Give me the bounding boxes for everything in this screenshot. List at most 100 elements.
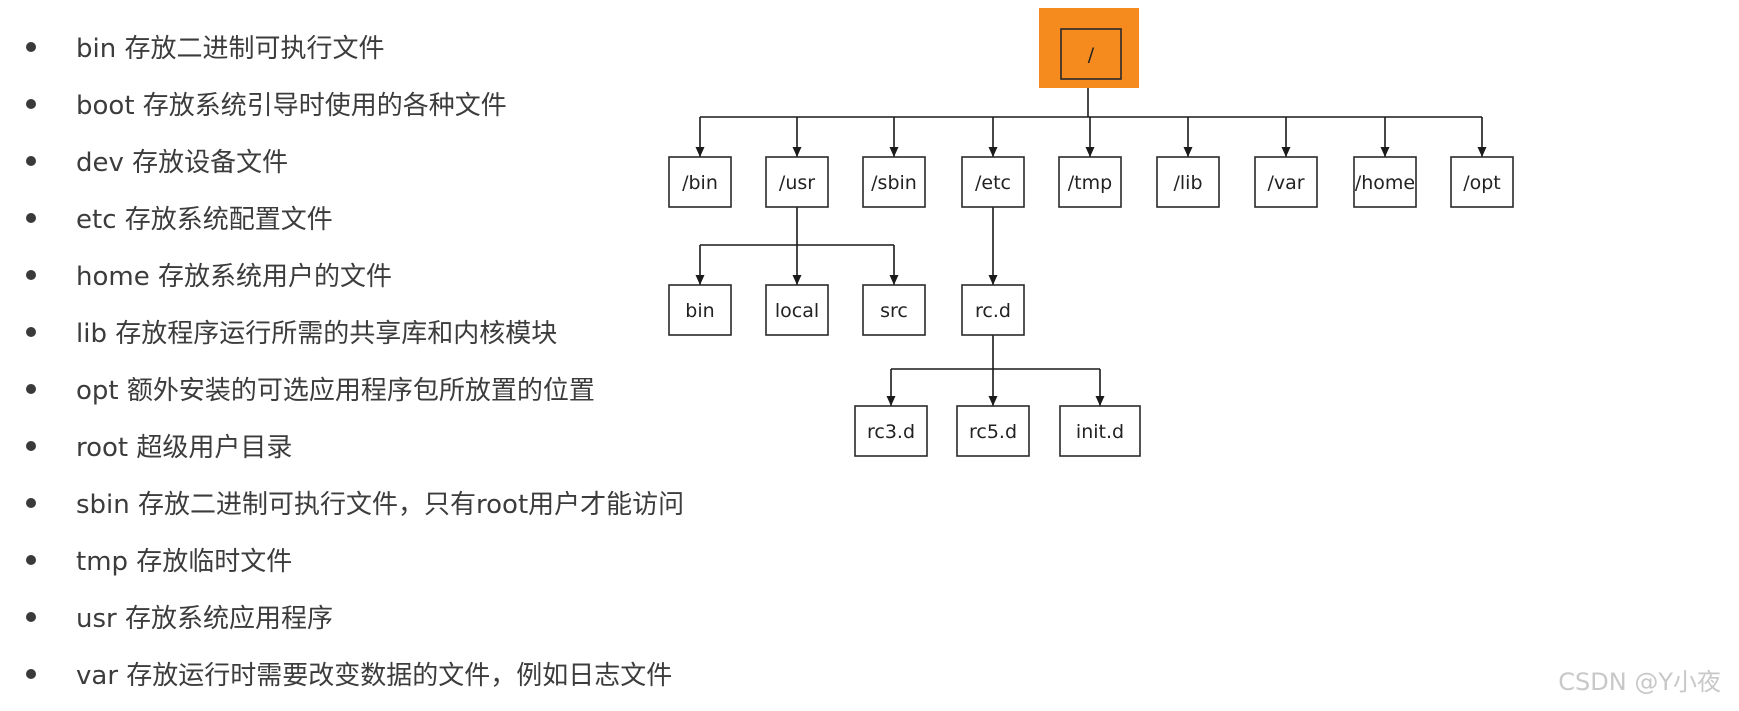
node-label: /bin [682,172,718,194]
list-item: root 超级用户目录 [18,417,728,474]
root-node-label: / [1088,44,1095,66]
node-box [956,405,1030,457]
bullet-icon [26,383,36,394]
dir-node: /sbin [862,156,926,208]
node-label: /usr [779,172,815,194]
list-item-text: dev 存放设备文件 [76,148,289,178]
node-label: /tmp [1068,172,1112,194]
node-box [765,156,829,208]
list-item: home 存放系统用户的文件 [18,246,728,303]
dir-node: rc5.d [956,405,1030,457]
list-item-text: home 存放系统用户的文件 [76,262,392,292]
dir-node: init.d [1059,405,1141,457]
dir-node: src [862,284,926,336]
node-box [854,405,928,457]
arrow-icon [886,396,896,406]
dir-node: /home [1353,156,1417,208]
bullet-icon [26,668,36,679]
list-item: bin 存放二进制可执行文件 [18,18,728,75]
node-box [1058,156,1122,208]
dir-node: /opt [1450,156,1514,208]
node-box [765,284,829,336]
list-item: opt 额外安装的可选应用程序包所放置的位置 [18,360,728,417]
node-label: init.d [1076,421,1124,443]
node-label: src [880,300,908,322]
watermark: CSDN @Y小夜 [1558,668,1721,696]
node-label: bin [685,300,714,322]
dir-node: local [765,284,829,336]
bullet-icon [26,611,36,622]
node-box [1450,156,1514,208]
node-box [862,284,926,336]
bullet-icon [26,155,36,166]
bullet-icon [26,212,36,223]
node-label: /home [1355,172,1415,194]
arrow-icon [1380,147,1390,157]
arrow-icon [792,147,802,157]
node-label: /opt [1463,172,1501,194]
list-item: usr 存放系统应用程序 [18,588,728,645]
node-box [1156,156,1220,208]
list-item-text: bin 存放二进制可执行文件 [76,34,385,64]
dir-node: /usr [765,156,829,208]
list-item: dev 存放设备文件 [18,132,728,189]
list-item-text: sbin 存放二进制可执行文件，只有root用户才能访问 [76,490,685,520]
dir-node: rc.d [961,284,1025,336]
dir-node: /tmp [1058,156,1122,208]
list-item-text: opt 额外安装的可选应用程序包所放置的位置 [76,376,595,406]
list-item-text: var 存放运行时需要改变数据的文件，例如日志文件 [76,661,673,691]
root-node: / [1039,8,1139,88]
list-item: sbin 存放二进制可执行文件，只有root用户才能访问 [18,474,728,531]
node-label: /lib [1173,172,1202,194]
node-box [1059,405,1141,457]
arrow-icon [792,275,802,285]
list-item: var 存放运行时需要改变数据的文件，例如日志文件 [18,645,728,702]
dir-node: /lib [1156,156,1220,208]
bullet-icon [26,554,36,565]
arrow-icon [988,275,998,285]
arrow-icon [988,396,998,406]
arrow-icon [695,275,705,285]
node-box [961,284,1025,336]
bullet-icon [26,497,36,508]
dir-node: /etc [961,156,1025,208]
node-label: rc.d [975,300,1011,322]
node-box [1254,156,1318,208]
arrow-icon [1183,147,1193,157]
arrow-icon [695,147,705,157]
node-box [1353,156,1417,208]
root-node-box [1060,28,1122,80]
dir-node: rc3.d [854,405,928,457]
tree-nodes: / /bin/usr/sbin/etc/tmp/lib/var/home/opt b… [668,8,1514,457]
list-item: boot 存放系统引导时使用的各种文件 [18,75,728,132]
dir-node: /bin [668,156,732,208]
node-label: rc5.d [969,421,1017,443]
arrow-icon [889,147,899,157]
node-box [961,156,1025,208]
list-item-text: tmp 存放临时文件 [76,547,293,577]
node-label: rc3.d [867,421,915,443]
list-item-text: etc 存放系统配置文件 [76,205,333,235]
arrow-icon [1085,147,1095,157]
list-item: etc 存放系统配置文件 [18,189,728,246]
directory-description-list: bin 存放二进制可执行文件 boot 存放系统引导时使用的各种文件 dev 存放设… [18,18,728,702]
dir-node: bin [668,284,732,336]
bullet-icon [26,440,36,451]
bullet-icon [26,326,36,337]
node-label: /var [1267,172,1304,194]
arrow-icon [1095,396,1105,406]
list-item-text: root 超级用户目录 [76,433,293,463]
bullet-icon [26,269,36,280]
list-item: tmp 存放临时文件 [18,531,728,588]
arrow-icon [889,275,899,285]
node-label: /sbin [871,172,917,194]
bullet-icon [26,98,36,109]
bullet-icon [26,41,36,52]
arrow-icon [1281,147,1291,157]
arrow-icon [1477,147,1487,157]
list-item-text: usr 存放系统应用程序 [76,604,333,634]
list-item-text: boot 存放系统引导时使用的各种文件 [76,91,507,121]
node-box [668,284,732,336]
list-item-text: lib 存放程序运行所需的共享库和内核模块 [76,319,558,349]
